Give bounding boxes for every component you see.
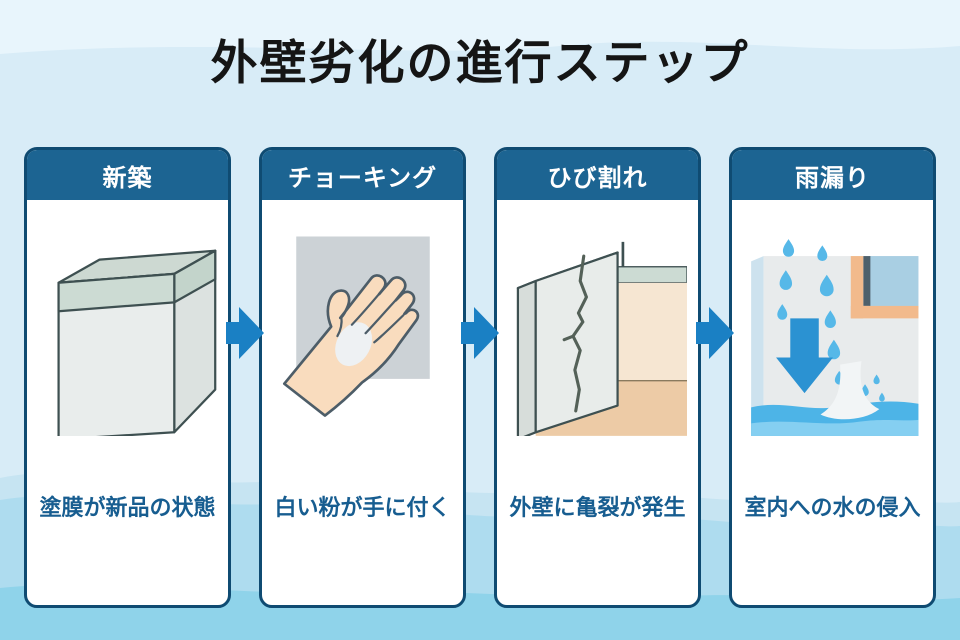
steps-row: 新築 塗膜が新品の状態 チョーキング <box>24 147 936 608</box>
new-wall-icon <box>56 249 216 436</box>
chalking-hand-illustration <box>262 228 463 438</box>
step-arrow-right-icon <box>696 307 734 359</box>
step-caption: 室内への水の侵入 <box>744 495 921 520</box>
cracked-wall-icon <box>516 241 687 436</box>
step-card-leak: 雨漏り <box>729 147 936 608</box>
step-header: チョーキング <box>262 150 463 200</box>
step-header: 新築 <box>27 150 228 200</box>
new-wall-illustration <box>27 228 228 438</box>
step-caption: 外壁に亀裂が発生 <box>509 495 686 520</box>
step-card-crack: ひび割れ 外壁に亀裂が発生 <box>494 147 701 608</box>
rain-leak-illustration <box>732 228 933 438</box>
step-arrow-right-icon <box>461 307 499 359</box>
step-caption: 白い粉が手に付く <box>274 495 451 520</box>
rain-leak-icon <box>750 238 918 436</box>
step-card-chalking: チョーキング 白い粉が手に付く <box>259 147 466 608</box>
step-header: ひび割れ <box>497 150 698 200</box>
step-arrow-right-icon <box>226 307 264 359</box>
step-card-new-build: 新築 塗膜が新品の状態 <box>24 147 231 608</box>
chalking-hand-icon <box>282 235 430 417</box>
page-title: 外壁劣化の進行ステップ <box>210 36 750 89</box>
cracked-wall-illustration <box>497 228 698 438</box>
step-header: 雨漏り <box>732 150 933 200</box>
step-caption: 塗膜が新品の状態 <box>39 495 216 520</box>
